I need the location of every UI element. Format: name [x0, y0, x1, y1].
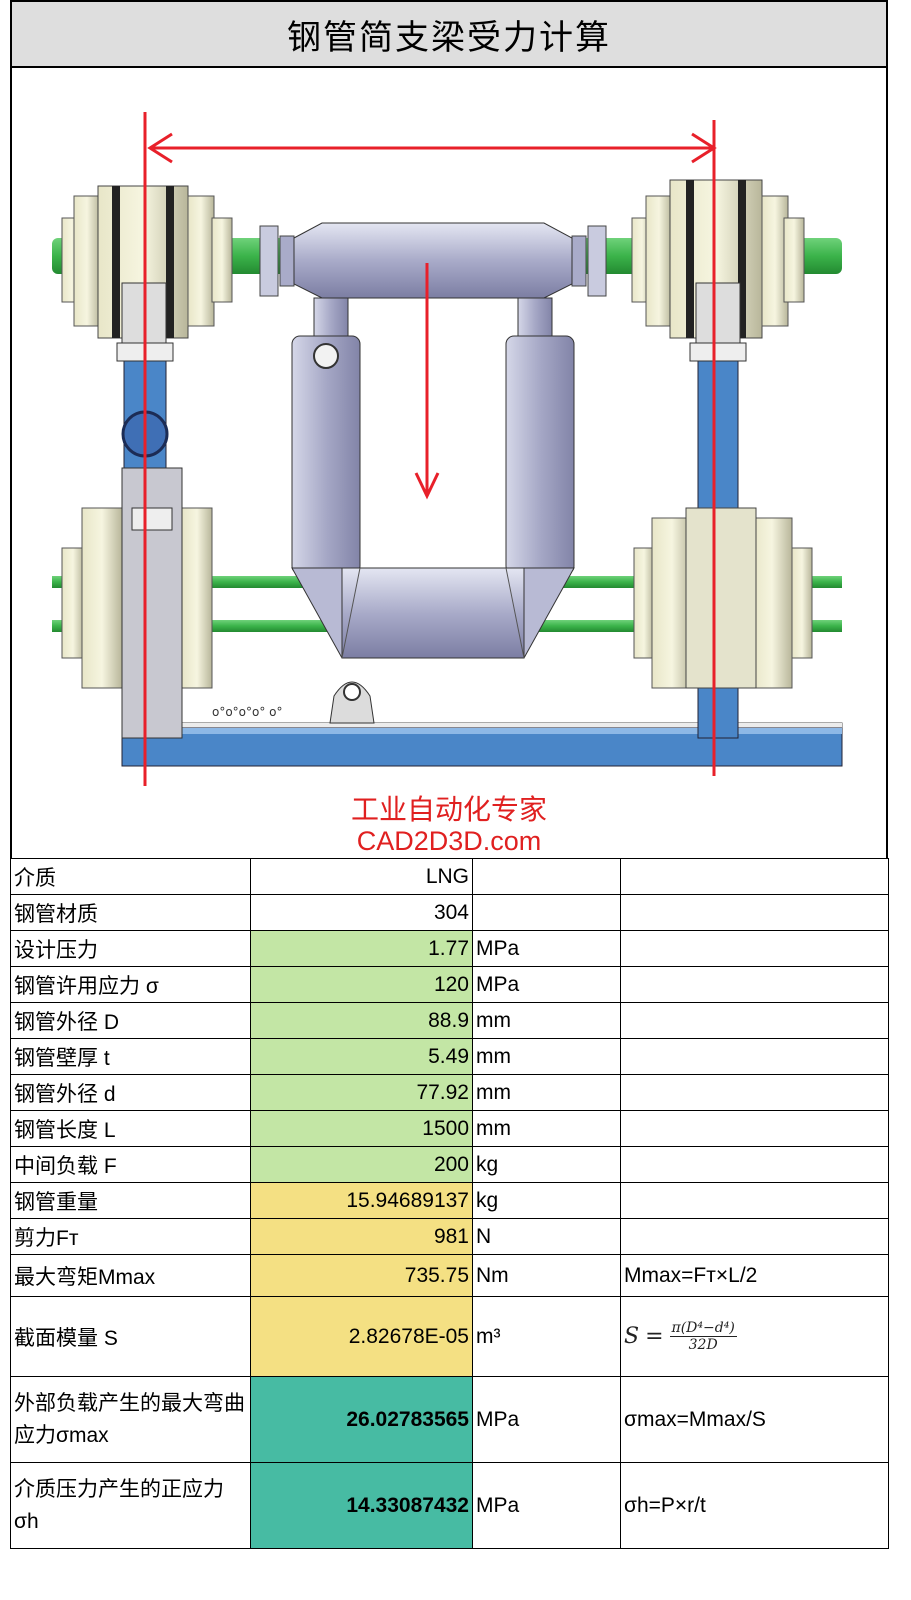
row-note[interactable]	[620, 1146, 889, 1183]
row-unit[interactable]	[472, 894, 621, 931]
row-note[interactable]	[620, 1110, 889, 1147]
row-label[interactable]: 最大弯矩Mmax	[10, 1254, 251, 1297]
row-note[interactable]: σh=P×r/t	[620, 1462, 889, 1549]
row-unit[interactable]: mm	[472, 1002, 621, 1039]
row-note[interactable]	[620, 858, 889, 895]
clamp-left-top	[61, 185, 233, 362]
row-unit[interactable]: kg	[472, 1146, 621, 1183]
table-row: 钢管外径 D 88.9 mm	[10, 1002, 889, 1039]
row-label[interactable]: 钢管重量	[10, 1182, 251, 1219]
row-note[interactable]	[620, 1218, 889, 1255]
row-note[interactable]	[620, 894, 889, 931]
watermark-line2: CAD2D3D.com	[356, 826, 542, 856]
flowmeter-illustration: o°o°o°o° o°	[52, 112, 843, 786]
row-label[interactable]: 钢管外径 D	[10, 1002, 251, 1039]
row-unit[interactable]: N	[472, 1218, 621, 1255]
row-unit[interactable]: mm	[472, 1110, 621, 1147]
row-label[interactable]: 剪力Fт	[10, 1218, 251, 1255]
row-unit[interactable]: mm	[472, 1074, 621, 1111]
row-note[interactable]: σmax=Mmax/S	[620, 1376, 889, 1463]
row-value[interactable]: 304	[250, 894, 473, 931]
row-value[interactable]: 5.49	[250, 1038, 473, 1075]
calculation-table: 介质 LNG 钢管材质 304 设计压力 1.77 MPa 钢管许用应力 σ 1…	[10, 858, 889, 1549]
row-label[interactable]: 钢管许用应力 σ	[10, 966, 251, 1003]
row-label[interactable]: 截面模量 S	[10, 1296, 251, 1377]
row-value[interactable]: 1500	[250, 1110, 473, 1147]
table-row: 钢管长度 L 1500 mm	[10, 1110, 889, 1147]
clamp-left-bottom	[61, 410, 213, 739]
row-label[interactable]: 外部负载产生的最大弯曲应力σmax	[10, 1376, 251, 1463]
row-note[interactable]: Mmax=Fт×L/2	[620, 1254, 889, 1297]
row-note[interactable]	[620, 1074, 889, 1111]
clamp-right-bottom	[633, 507, 813, 689]
row-unit[interactable]	[472, 858, 621, 895]
section-modulus-formula[interactable]: S= π(D⁴−d⁴) 32D	[620, 1296, 889, 1377]
row-value[interactable]: 735.75	[250, 1254, 473, 1297]
row-note[interactable]	[620, 1038, 889, 1075]
row-value[interactable]: 200	[250, 1146, 473, 1183]
row-value[interactable]: 26.02783565	[250, 1376, 473, 1463]
clamp-right-top	[631, 179, 805, 362]
row-value[interactable]: 981	[250, 1218, 473, 1255]
table-row: 钢管许用应力 σ 120 MPa	[10, 966, 889, 1003]
table-row: 钢管重量 15.94689137 kg	[10, 1182, 889, 1219]
row-label[interactable]: 钢管外径 d	[10, 1074, 251, 1111]
beam-diagram: o°o°o°o° o°	[10, 68, 888, 858]
table-row: 钢管材质 304	[10, 894, 889, 931]
row-unit[interactable]: MPa	[472, 1376, 621, 1463]
row-label[interactable]: 中间负载 F	[10, 1146, 251, 1183]
row-note[interactable]	[620, 966, 889, 1003]
table-row: 介质压力产生的正应力σh 14.33087432 MPa σh=P×r/t	[10, 1462, 889, 1549]
row-label[interactable]: 钢管材质	[10, 894, 251, 931]
table-row: 设计压力 1.77 MPa	[10, 930, 889, 967]
row-unit[interactable]: Nm	[472, 1254, 621, 1297]
row-unit[interactable]: m³	[472, 1296, 621, 1377]
sheet-title: 钢管简支梁受力计算	[10, 0, 888, 68]
row-label[interactable]: 介质压力产生的正应力σh	[10, 1462, 251, 1549]
table-row: 外部负载产生的最大弯曲应力σmax 26.02783565 MPa σmax=M…	[10, 1376, 889, 1463]
row-value[interactable]: 2.82678E-05	[250, 1296, 473, 1377]
row-label[interactable]: 介质	[10, 858, 251, 895]
row-unit[interactable]: MPa	[472, 1462, 621, 1549]
row-value[interactable]: 120	[250, 966, 473, 1003]
row-label[interactable]: 设计压力	[10, 930, 251, 967]
row-value[interactable]: 77.92	[250, 1074, 473, 1111]
row-note[interactable]	[620, 1002, 889, 1039]
row-value[interactable]: 1.77	[250, 930, 473, 967]
table-row: 中间负载 F 200 kg	[10, 1146, 889, 1183]
table-row: 截面模量 S 2.82678E-05 m³ S= π(D⁴−d⁴) 32D	[10, 1296, 889, 1377]
row-value[interactable]: 88.9	[250, 1002, 473, 1039]
row-value[interactable]: 14.33087432	[250, 1462, 473, 1549]
row-unit[interactable]: kg	[472, 1182, 621, 1219]
watermark-line1: 工业自动化专家	[350, 793, 547, 826]
table-row: 剪力Fт 981 N	[10, 1218, 889, 1255]
table-row: 钢管外径 d 77.92 mm	[10, 1074, 889, 1111]
row-value[interactable]: 15.94689137	[250, 1182, 473, 1219]
row-note[interactable]	[620, 930, 889, 967]
table-row: 介质 LNG	[10, 858, 889, 895]
row-unit[interactable]: mm	[472, 1038, 621, 1075]
row-label[interactable]: 钢管壁厚 t	[10, 1038, 251, 1075]
table-row: 钢管壁厚 t 5.49 mm	[10, 1038, 889, 1075]
row-label[interactable]: 钢管长度 L	[10, 1110, 251, 1147]
row-value[interactable]: LNG	[250, 858, 473, 895]
row-unit[interactable]: MPa	[472, 930, 621, 967]
table-row: 最大弯矩Mmax 735.75 Nm Mmax=Fт×L/2	[10, 1254, 889, 1297]
svg-text:o°o°o°o° o°: o°o°o°o° o°	[212, 705, 283, 719]
row-unit[interactable]: MPa	[472, 966, 621, 1003]
row-note[interactable]	[620, 1182, 889, 1219]
formula-image: S= π(D⁴−d⁴) 32D	[624, 1320, 737, 1353]
